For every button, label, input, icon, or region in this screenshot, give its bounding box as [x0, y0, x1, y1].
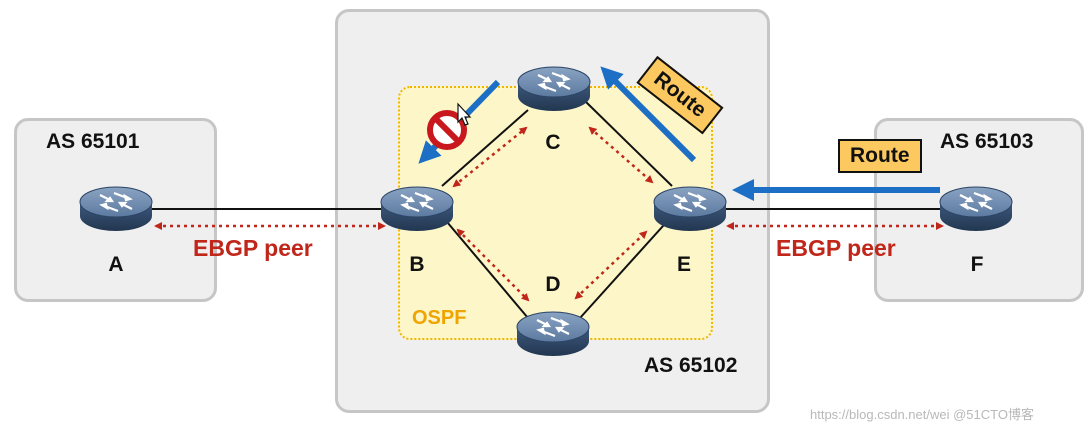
ebgp-peer-label-left: EBGP peer — [193, 235, 313, 261]
router-label-b: B — [409, 253, 425, 276]
link-d-e — [579, 215, 673, 319]
route-tag-right: Route — [838, 139, 922, 173]
as-label-left: AS 65101 — [46, 130, 140, 153]
router-label-e: E — [676, 253, 691, 276]
as-label-middle: AS 65102 — [644, 354, 738, 377]
router-label-f: F — [970, 253, 984, 276]
session-b-c — [452, 126, 528, 188]
router-d-icon[interactable] — [515, 310, 591, 358]
mouse-cursor-icon — [457, 102, 472, 126]
link-b-d — [441, 215, 529, 319]
link-c-e — [585, 101, 673, 187]
watermark: https://blog.csdn.net/wei @51CTO博客 — [810, 407, 1034, 422]
ebgp-peer-label-right: EBGP peer — [776, 235, 896, 261]
as-label-right: AS 65103 — [940, 130, 1034, 153]
session-b-d — [456, 228, 530, 302]
session-d-e — [574, 230, 648, 300]
router-f-icon[interactable] — [938, 185, 1014, 233]
router-label-c: C — [545, 131, 561, 154]
router-label-d: D — [545, 273, 561, 296]
peer-sessions — [154, 126, 944, 302]
ospf-label: OSPF — [412, 307, 467, 329]
router-label-a: A — [108, 253, 124, 276]
router-b-icon[interactable] — [379, 185, 455, 233]
router-a-icon[interactable] — [78, 185, 154, 233]
router-c-icon[interactable] — [516, 65, 592, 113]
router-e-icon[interactable] — [652, 185, 728, 233]
route-arrow-e-to-c — [600, 66, 697, 163]
blocked-icon — [427, 110, 467, 150]
